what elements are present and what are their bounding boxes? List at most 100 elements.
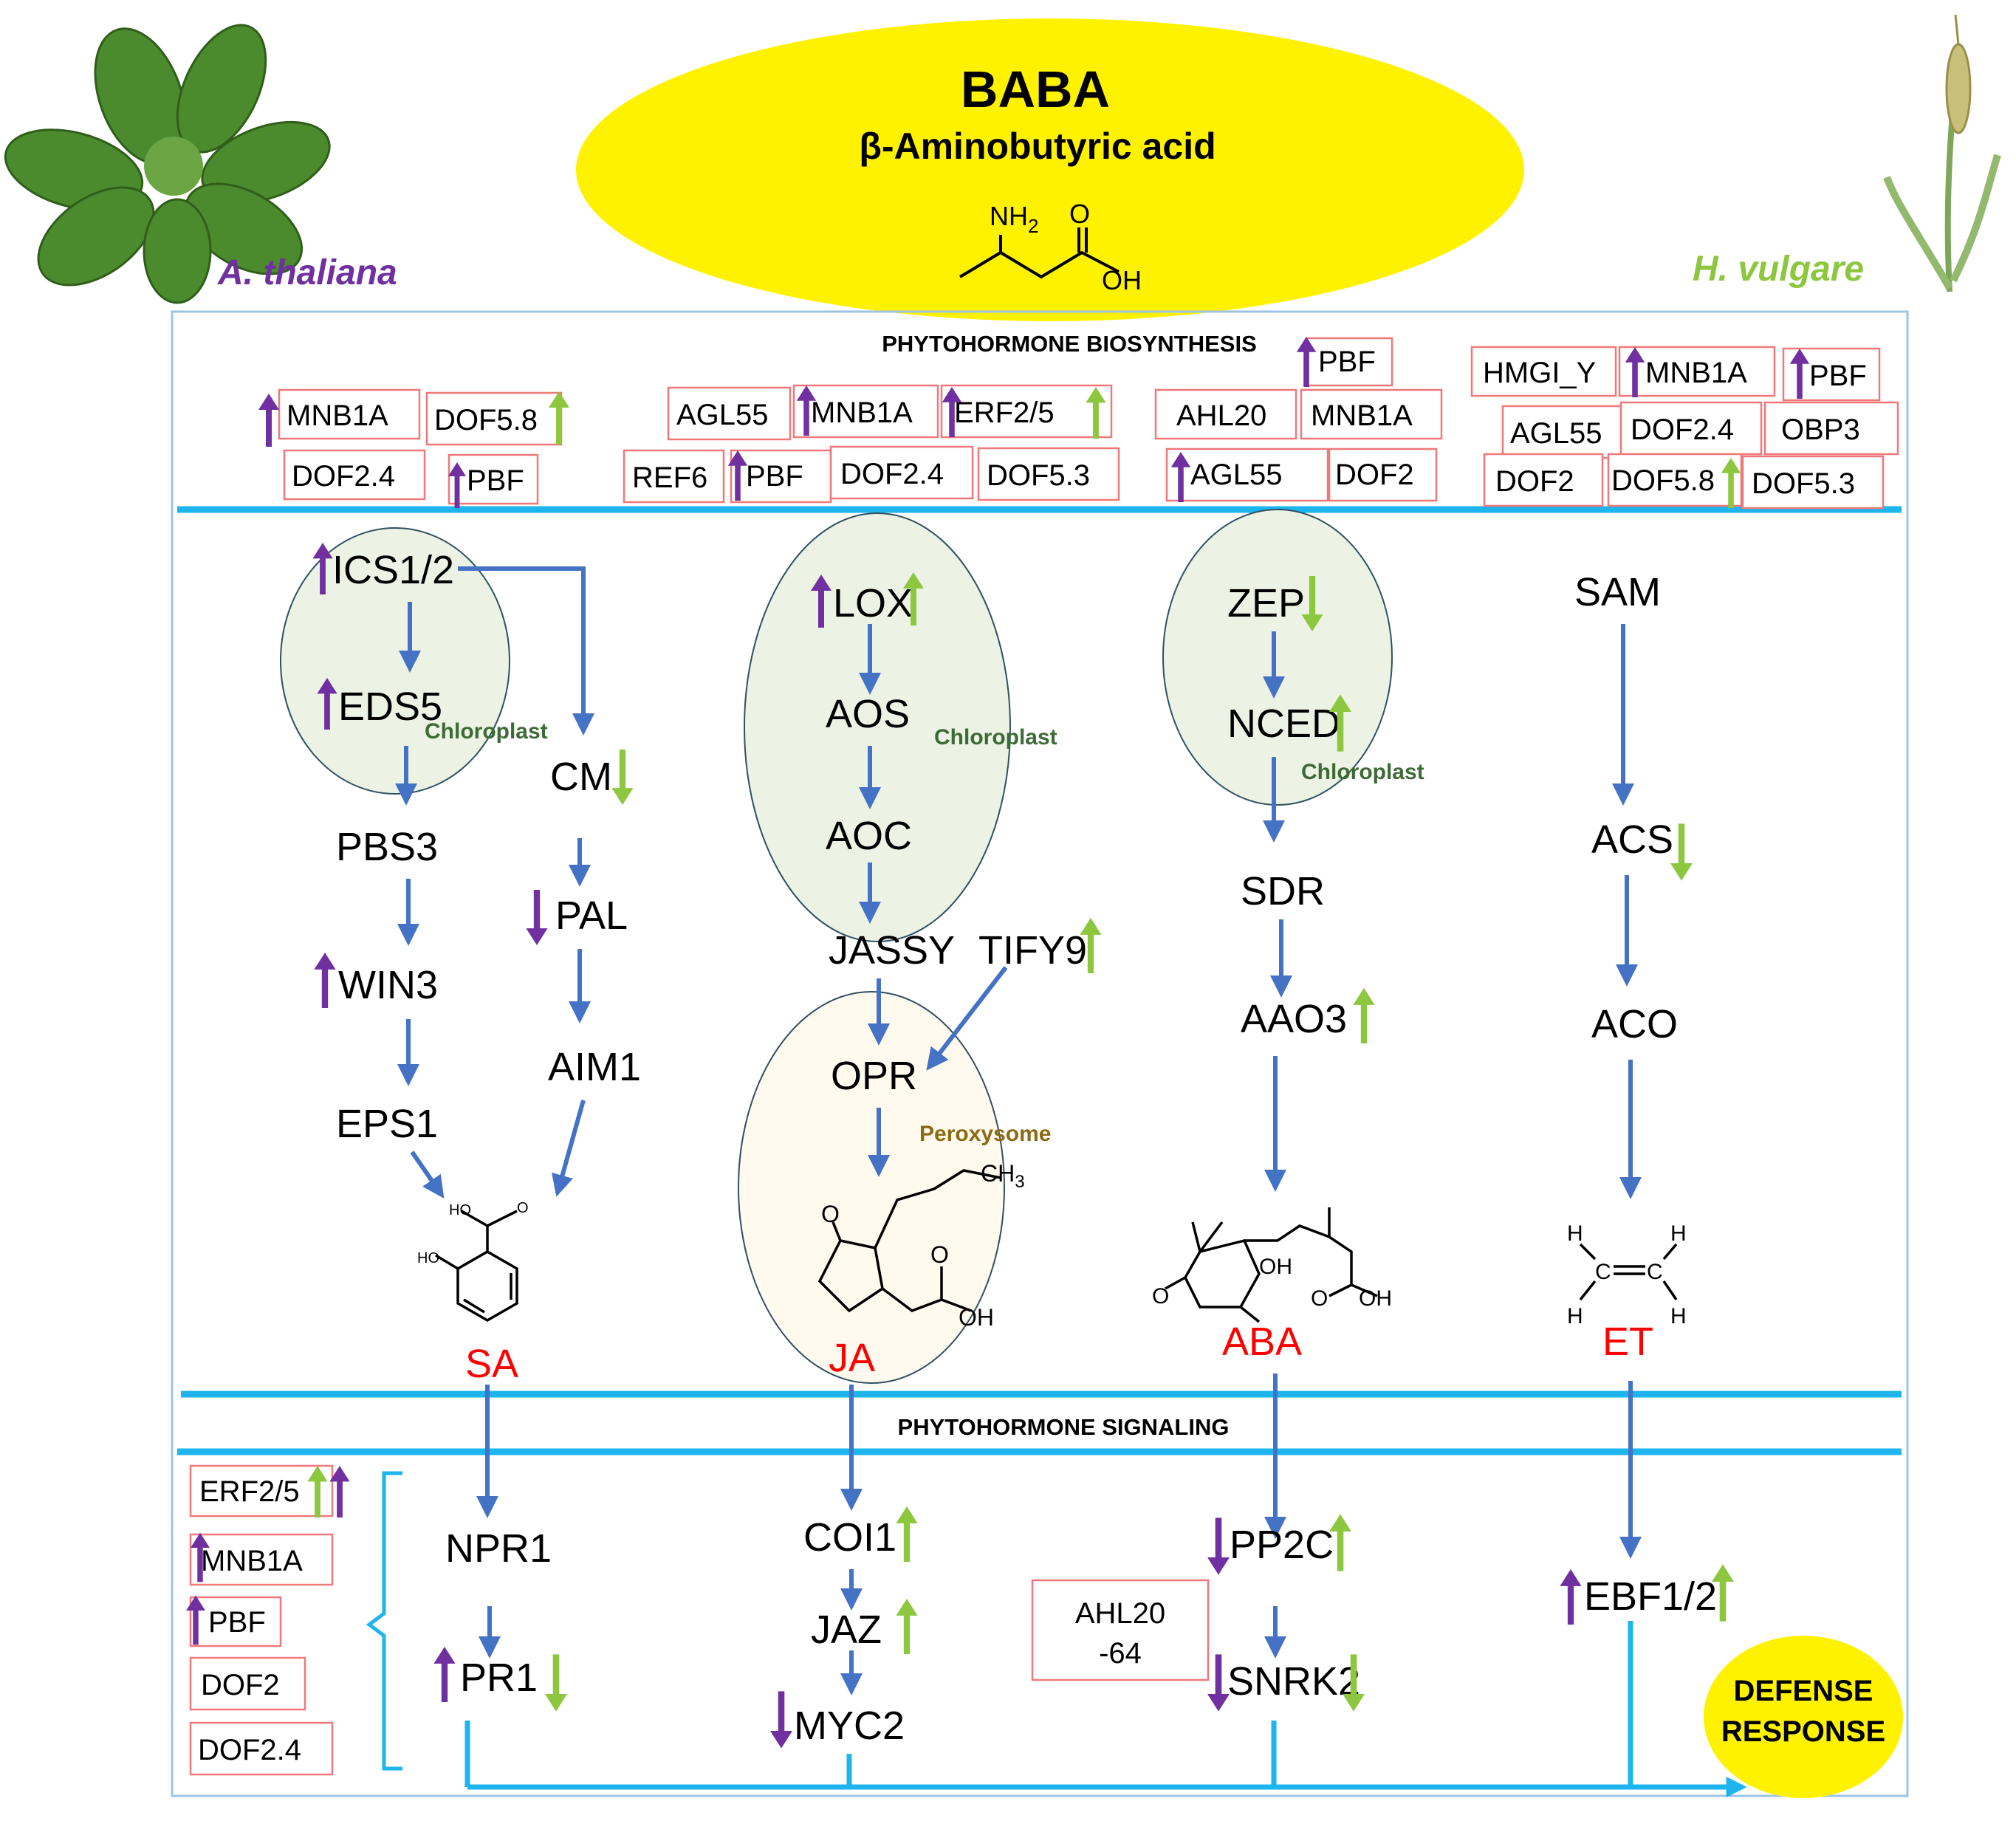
gene-pbs3: PBS3 bbox=[336, 825, 438, 869]
gene-jaz: JAZ bbox=[811, 1608, 882, 1652]
species-left-label: A. thaliana bbox=[217, 253, 397, 292]
ja-chloroplast-label: Chloroplast bbox=[934, 725, 1057, 750]
signaling-section-title: PHYTOHORMONE SIGNALING bbox=[898, 1414, 1230, 1440]
gene-jassy: JASSY bbox=[829, 928, 955, 973]
sa-o: O bbox=[517, 1200, 529, 1216]
svg-text:OH: OH bbox=[1102, 265, 1142, 295]
gene-aos: AOS bbox=[826, 692, 910, 736]
aba-chloroplast bbox=[1162, 509, 1393, 806]
baba-structure: NH2 O OH bbox=[959, 199, 1142, 295]
ahl-box-line1: AHL20 bbox=[1075, 1597, 1165, 1630]
ahl-box bbox=[1031, 1579, 1210, 1681]
tf-ja-dof53: DOF5.3 bbox=[987, 459, 1090, 492]
tf-ja-agl55: AGL55 bbox=[676, 399, 769, 431]
sa-structure bbox=[435, 1210, 518, 1323]
hormone-aba: ABA bbox=[1222, 1320, 1302, 1364]
gene-nced: NCED bbox=[1227, 702, 1340, 746]
tf-sa-pbf: PBF bbox=[467, 464, 524, 497]
gene-aao3: AAO3 bbox=[1241, 997, 1347, 1041]
gene-aoc: AOC bbox=[826, 814, 912, 858]
defense-response-node bbox=[1704, 1636, 1903, 1798]
tf-signal-dof2: DOF2 bbox=[201, 1669, 280, 1701]
aba-acid-oh: OH bbox=[1359, 1286, 1392, 1311]
svg-text:O: O bbox=[1069, 199, 1090, 229]
defense-line1: DEFENSE bbox=[1734, 1675, 1873, 1707]
sa-chloroplast-label: Chloroplast bbox=[425, 719, 548, 744]
hormone-sa: SA bbox=[465, 1342, 518, 1386]
tf-et-pbf: PBF bbox=[1809, 360, 1867, 392]
baba-subtitle: β-Aminobutyric acid bbox=[859, 126, 1216, 167]
baba-ellipse bbox=[576, 18, 1524, 321]
tf-aba-pbf: PBF bbox=[1318, 346, 1376, 378]
arabidopsis-rosette-icon bbox=[4, 24, 331, 304]
tf-signal-mnb1a: MNB1A bbox=[201, 1545, 303, 1577]
gene-snrk2: SNRK2 bbox=[1227, 1659, 1360, 1704]
gene-pal: PAL bbox=[555, 894, 628, 938]
gene-npr1: NPR1 bbox=[445, 1526, 552, 1571]
ahl-box-line2: -64 bbox=[1099, 1637, 1142, 1670]
tf-ja-mnb1a: MNB1A bbox=[811, 397, 913, 429]
tf-et-agl55: AGL55 bbox=[1510, 417, 1602, 450]
baba-title: BABA bbox=[961, 61, 1110, 118]
gene-sam: SAM bbox=[1574, 570, 1661, 614]
et-h-tl: H bbox=[1567, 1221, 1583, 1246]
gene-tify9: TIFY9 bbox=[978, 928, 1087, 973]
tf-aba-mnb1a: MNB1A bbox=[1311, 399, 1413, 432]
tf-et-hmgiy: HMGI_Y bbox=[1483, 357, 1596, 389]
et-c-left: C bbox=[1595, 1260, 1611, 1284]
tf-sa-dof58: DOF5.8 bbox=[434, 404, 538, 436]
aba-acid-o: O bbox=[1311, 1286, 1328, 1311]
gene-aco: ACO bbox=[1591, 1002, 1678, 1046]
hormone-ja: JA bbox=[829, 1336, 875, 1380]
biosynthesis-section-title: PHYTOHORMONE BIOSYNTHESIS bbox=[882, 331, 1257, 357]
aba-hydroxyl: OH bbox=[1259, 1255, 1292, 1279]
ja-oh: OH bbox=[959, 1304, 994, 1331]
sa-ho-side: HO bbox=[417, 1250, 439, 1266]
ja-structure bbox=[817, 1169, 1001, 1313]
tf-aba-ahl20: AHL20 bbox=[1176, 399, 1266, 432]
ja-o: O bbox=[821, 1201, 840, 1227]
gene-win3: WIN3 bbox=[338, 963, 438, 1007]
et-h-br: H bbox=[1670, 1304, 1687, 1328]
aba-ketone-o: O bbox=[1152, 1284, 1169, 1309]
ja-acid-o: O bbox=[930, 1241, 949, 1268]
tf-ja-ref6: REF6 bbox=[632, 462, 707, 494]
sa-ho-top: HO bbox=[449, 1202, 471, 1218]
tf-ja-pbf: PBF bbox=[746, 460, 803, 493]
svg-text:NH2: NH2 bbox=[990, 201, 1038, 237]
ja-chloroplast bbox=[744, 512, 1011, 942]
gene-ics12: ICS1/2 bbox=[332, 548, 454, 592]
gene-coi1: COI1 bbox=[803, 1515, 896, 1560]
tf-et-dof24: DOF2.4 bbox=[1631, 414, 1734, 446]
defense-line2: RESPONSE bbox=[1721, 1715, 1885, 1748]
gene-ebf12: EBF1/2 bbox=[1584, 1574, 1717, 1619]
pathway-arrows bbox=[395, 566, 1642, 1695]
et-c-right: C bbox=[1647, 1260, 1663, 1284]
gene-pp2c: PP2C bbox=[1230, 1523, 1334, 1567]
gene-opr: OPR bbox=[831, 1054, 917, 1098]
gene-pr1: PR1 bbox=[460, 1656, 538, 1700]
aba-chloroplast-label: Chloroplast bbox=[1301, 760, 1424, 784]
tf-signal-erf25: ERF2/5 bbox=[199, 1475, 300, 1508]
gene-cm: CM bbox=[550, 755, 612, 799]
tf-et-dof58: DOF5.8 bbox=[1611, 464, 1715, 497]
gene-eps1: EPS1 bbox=[336, 1102, 438, 1146]
defense-collector-lines bbox=[464, 1621, 1747, 1797]
tf-et-obp3: OBP3 bbox=[1781, 414, 1860, 446]
ja-ch3: CH3 bbox=[981, 1160, 1025, 1192]
ja-peroxysome bbox=[738, 991, 1005, 1384]
gene-eds5: EDS5 bbox=[338, 685, 442, 729]
tf-signal-pbf: PBF bbox=[208, 1606, 266, 1639]
signal-tf-bracket bbox=[366, 1471, 402, 1771]
tf-et-dof2: DOF2 bbox=[1495, 465, 1574, 498]
tf-aba-agl55: AGL55 bbox=[1190, 459, 1283, 491]
main-frame bbox=[171, 310, 1909, 1797]
tf-et-dof53: DOF5.3 bbox=[1752, 467, 1855, 500]
tf-et-mnb1a: MNB1A bbox=[1645, 357, 1747, 389]
barley-plant-icon bbox=[1883, 14, 2001, 292]
tf-ja-dof24: DOF2.4 bbox=[840, 458, 944, 490]
gene-aim1: AIM1 bbox=[548, 1045, 641, 1089]
et-structure bbox=[1579, 1243, 1678, 1301]
tf-aba-dof2: DOF2 bbox=[1335, 459, 1414, 491]
tf-ja-erf25: ERF2/5 bbox=[954, 397, 1055, 429]
